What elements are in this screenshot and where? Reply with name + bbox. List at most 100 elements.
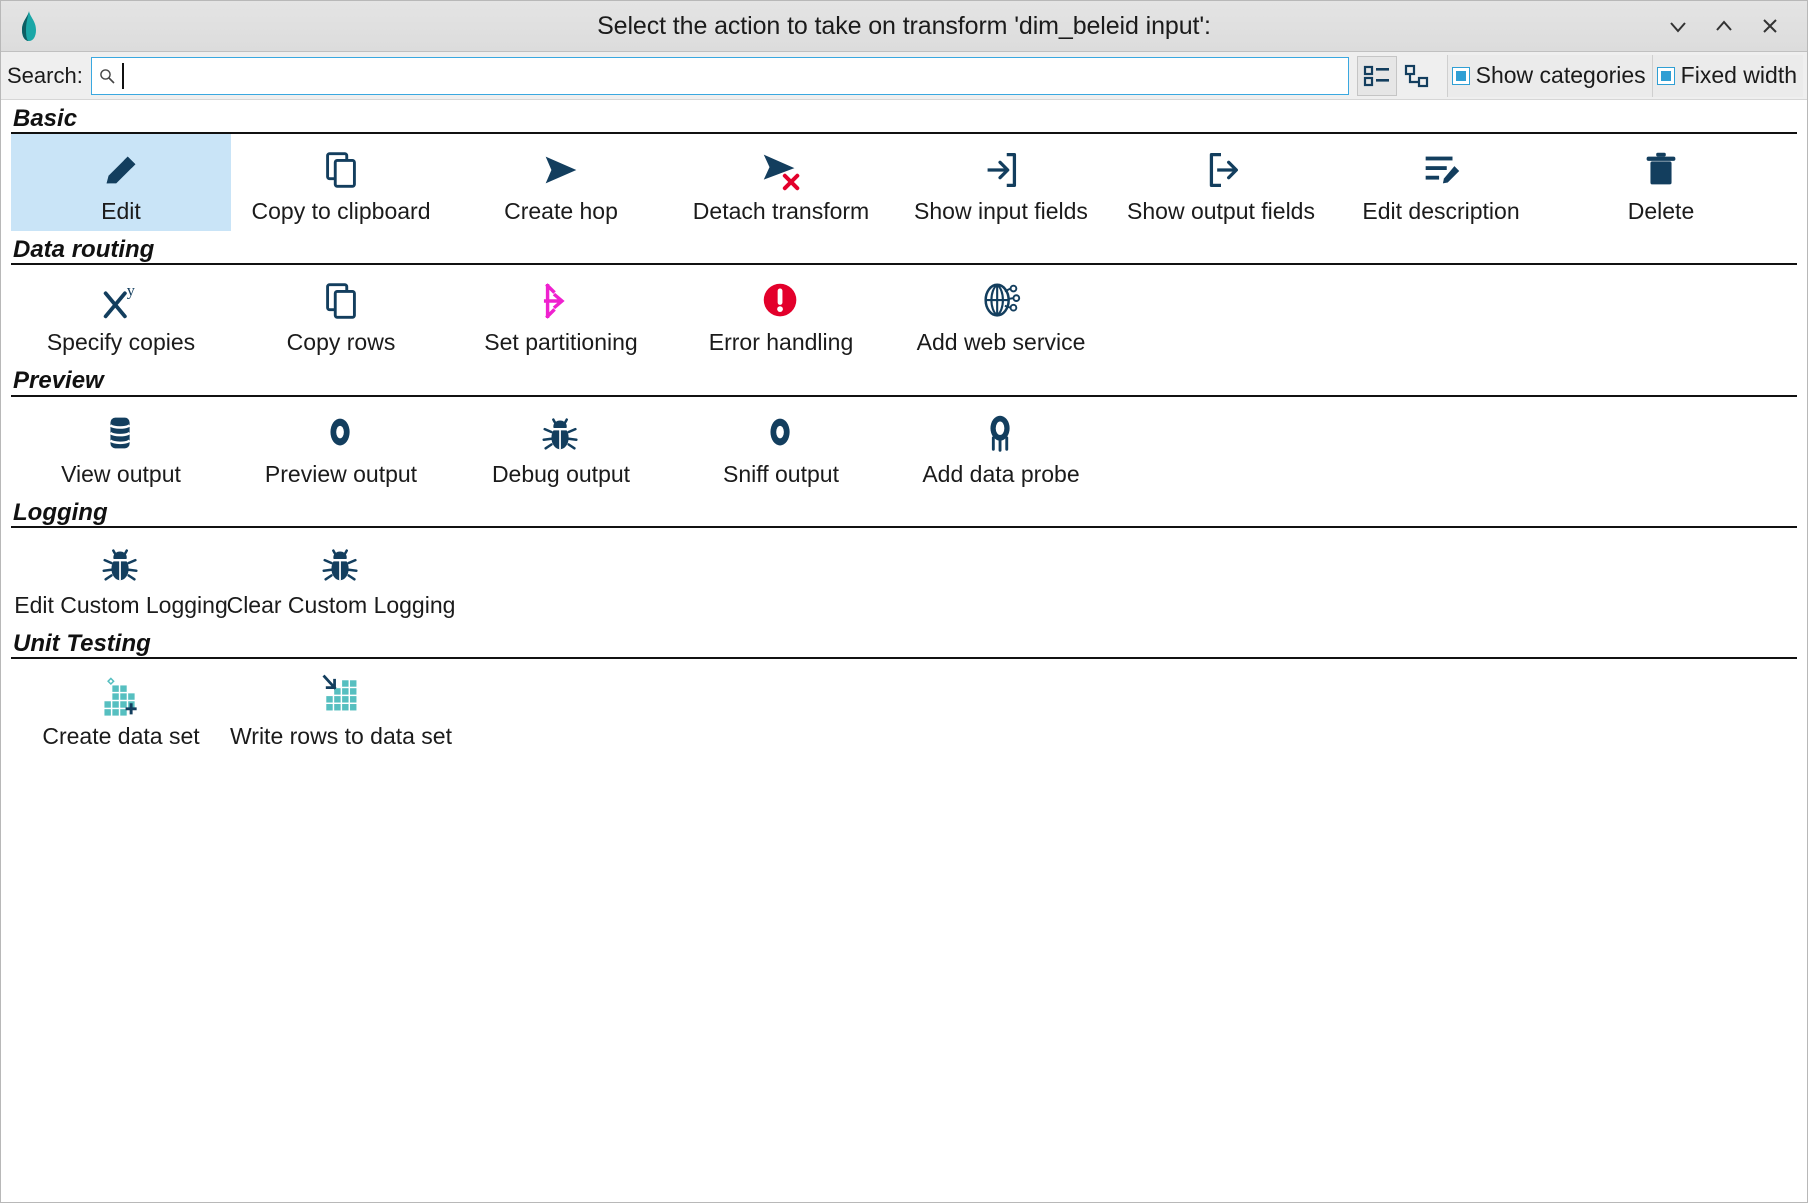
- fixed-width-checkbox[interactable]: Fixed width: [1651, 54, 1803, 97]
- action-item-preview-output[interactable]: Preview output: [231, 397, 451, 494]
- action-item-label: Copy rows: [286, 329, 396, 356]
- checkbox-indicator: [1656, 66, 1675, 85]
- section-title: Preview: [13, 367, 104, 395]
- web-service-globe-icon: [978, 275, 1024, 327]
- section-title: Unit Testing: [13, 629, 151, 657]
- action-item-add-data-probe[interactable]: Add data probe: [891, 397, 1111, 494]
- bug-icon: [538, 407, 584, 459]
- hop-logo-icon: [9, 6, 49, 46]
- checkbox-indicator: [1451, 66, 1470, 85]
- copy-clipboard-icon: [318, 144, 364, 196]
- action-item-sniff-output[interactable]: Sniff output: [671, 397, 891, 494]
- section-divider: [11, 263, 1797, 266]
- action-item-set-partitioning[interactable]: Set partitioning: [451, 265, 671, 362]
- page-title: Select the action to take on transform '…: [597, 11, 1211, 40]
- svg-text:y: y: [127, 281, 136, 300]
- action-item-delete[interactable]: Delete: [1551, 134, 1771, 231]
- action-item-error-handling[interactable]: Error handling: [671, 265, 891, 362]
- search-icon: [98, 67, 116, 85]
- output-fields-icon: [1198, 144, 1244, 196]
- section-divider: [11, 394, 1797, 397]
- section-title: Logging: [13, 498, 108, 526]
- show-categories-label: Show categories: [1475, 62, 1646, 88]
- action-item-label: Edit: [101, 198, 141, 225]
- bug-icon: [318, 538, 364, 590]
- copy-rows-icon: [318, 275, 364, 327]
- show-categories-checkbox[interactable]: Show categories: [1446, 54, 1652, 97]
- action-item-copy-rows[interactable]: Copy rows: [231, 265, 451, 362]
- close-button[interactable]: [1755, 11, 1785, 41]
- action-item-label: Add web service: [916, 329, 1086, 356]
- action-item-create-data-set[interactable]: Create data set: [11, 659, 231, 756]
- database-icon: [98, 407, 144, 459]
- create-hop-arrow-icon: [538, 144, 584, 196]
- data-probe-icon: [978, 407, 1024, 459]
- view-mode-buttons: [1356, 55, 1437, 96]
- eye-icon: [758, 407, 804, 459]
- action-item-label: Sniff output: [723, 460, 839, 487]
- action-item-label: View output: [61, 460, 181, 487]
- action-item-write-rows-to-data-set[interactable]: Write rows to data set: [230, 659, 452, 756]
- fixed-width-label: Fixed width: [1680, 62, 1797, 88]
- bug-icon: [98, 538, 144, 590]
- trash-icon: [1638, 144, 1684, 196]
- display-options: Show categories Fixed width: [1446, 54, 1803, 97]
- action-item-copy-to-clipboard[interactable]: Copy to clipboard: [231, 134, 451, 231]
- action-item-edit-description[interactable]: Edit description: [1331, 134, 1551, 231]
- action-item-label: Specify copies: [46, 329, 196, 356]
- write-rows-data-set-icon: [318, 669, 364, 721]
- action-item-label: Delete: [1627, 198, 1695, 225]
- action-item-add-web-service[interactable]: Add web service: [891, 265, 1111, 362]
- action-item-label: Write rows to data set: [230, 722, 452, 749]
- action-item-show-output-fields[interactable]: Show output fields: [1111, 134, 1331, 231]
- action-item-label: Clear Custom Logging: [226, 591, 456, 618]
- input-fields-icon: [978, 144, 1024, 196]
- search-input[interactable]: [90, 56, 1349, 95]
- action-item-label: Create data set: [42, 722, 200, 749]
- action-item-label: Copy to clipboard: [251, 198, 431, 225]
- action-item-debug-output[interactable]: Debug output: [451, 397, 671, 494]
- action-item-show-input-fields[interactable]: Show input fields: [891, 134, 1111, 231]
- action-item-detach-transform[interactable]: Detach transform: [671, 134, 891, 231]
- action-item-label: Set partitioning: [484, 329, 638, 356]
- error-handling-icon: [758, 275, 804, 327]
- section-divider: [11, 132, 1797, 135]
- search-label: Search:: [7, 62, 83, 88]
- x-power-y-icon: y: [98, 275, 144, 327]
- tree-view-button[interactable]: [1396, 55, 1437, 96]
- action-item-clear-custom-logging[interactable]: Clear Custom Logging: [227, 528, 455, 625]
- create-data-set-icon: [98, 669, 144, 721]
- action-item-label: Preview output: [264, 460, 418, 487]
- window-controls: [1663, 11, 1807, 41]
- search-toolbar: Search:: [1, 52, 1807, 100]
- section-title: Data routing: [13, 236, 155, 264]
- action-item-label: Detach transform: [692, 198, 870, 225]
- minimize-button[interactable]: [1663, 11, 1693, 41]
- action-item-view-output[interactable]: View output: [11, 397, 231, 494]
- action-item-create-hop[interactable]: Create hop: [451, 134, 671, 231]
- section-title: Basic: [13, 105, 78, 132]
- section-divider: [11, 525, 1797, 528]
- action-item-edit[interactable]: Edit: [11, 134, 231, 232]
- action-item-label: Edit Custom Logging: [14, 591, 228, 618]
- detach-transform-icon: [758, 144, 804, 196]
- section-divider: [11, 656, 1797, 659]
- edit-description-icon: [1418, 144, 1464, 196]
- action-item-edit-custom-logging[interactable]: Edit Custom Logging: [11, 528, 231, 625]
- maximize-button[interactable]: [1709, 11, 1739, 41]
- action-item-label: Show input fields: [914, 198, 1088, 225]
- action-item-label: Add data probe: [922, 460, 1080, 487]
- text-caret: [121, 62, 124, 89]
- action-item-label: Error handling: [708, 329, 854, 356]
- set-partitioning-icon: [538, 275, 584, 327]
- list-view-button[interactable]: [1356, 55, 1397, 96]
